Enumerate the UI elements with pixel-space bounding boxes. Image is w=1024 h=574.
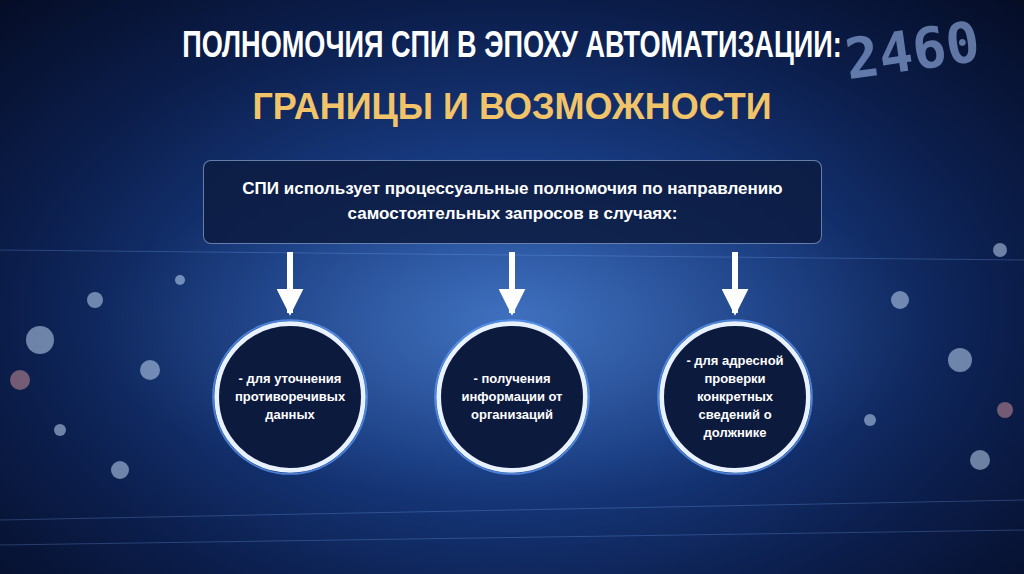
subtitle-line: ГРАНИЦЫ И ВОЗМОЖНОСТИ	[0, 86, 1024, 128]
subtitle-text: ГРАНИЦЫ И ВОЗМОЖНОСТИ	[252, 86, 771, 128]
down-arrow	[732, 252, 738, 313]
node-text: - для уточнения противоречивых данных	[231, 370, 349, 425]
node-text: СПИ использует процессуальные полномочия…	[222, 177, 803, 226]
node-text: - для адресной проверки конкретных сведе…	[676, 352, 794, 443]
down-arrow	[509, 252, 515, 313]
down-arrow	[287, 252, 293, 313]
node-text: - получения информации от организаций	[453, 370, 571, 425]
case-circle: - получения информации от организаций	[434, 319, 590, 475]
process-box: СПИ использует процессуальные полномочия…	[203, 160, 822, 244]
background-number: 2460	[841, 9, 984, 92]
case-circle: - для адресной проверки конкретных сведе…	[657, 319, 813, 475]
case-circle: - для уточнения противоречивых данных	[212, 319, 368, 475]
title-text: ПОЛНОМОЧИЯ СПИ В ЭПОХУ АВТОМАТИЗАЦИИ:	[182, 24, 842, 66]
